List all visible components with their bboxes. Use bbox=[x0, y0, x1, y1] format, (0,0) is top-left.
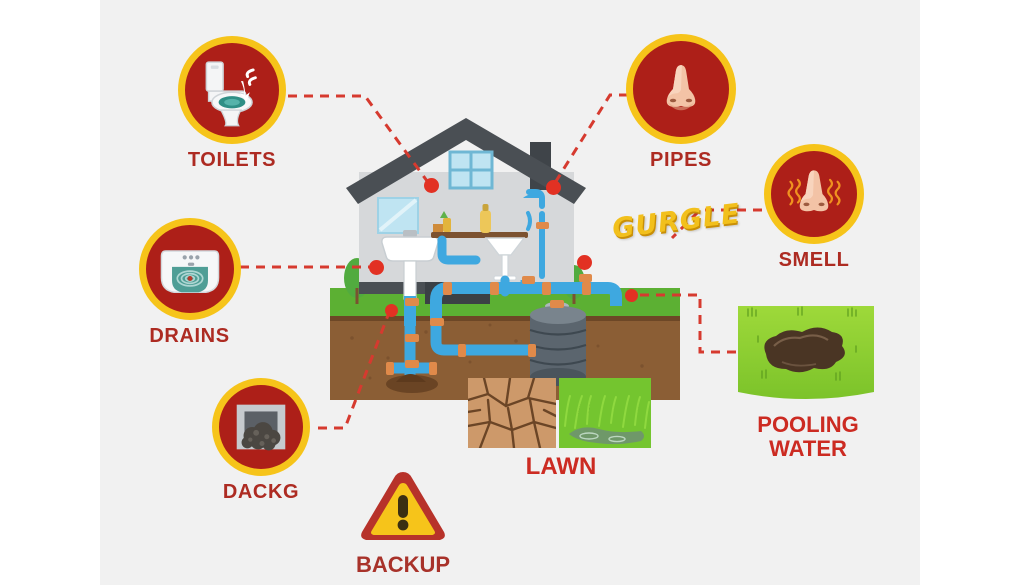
mirror bbox=[377, 197, 419, 234]
badge-smell[interactable]: SMELL bbox=[758, 144, 870, 271]
leak-mound bbox=[386, 374, 438, 393]
house-scene bbox=[330, 118, 680, 400]
tile-pooling-water: POOLING WATER bbox=[738, 306, 878, 461]
cracked-soil-panel bbox=[468, 378, 556, 448]
marker-roof-left bbox=[424, 178, 439, 193]
pooling-water-panel bbox=[738, 306, 874, 399]
pipes-badge-circle[interactable] bbox=[626, 34, 736, 144]
badge-pipes[interactable]: PIPES bbox=[622, 34, 740, 171]
lawn-label: LAWN bbox=[525, 453, 597, 480]
window bbox=[448, 150, 494, 190]
badge-dackg[interactable]: DACKG bbox=[205, 378, 317, 503]
toilet-icon bbox=[205, 61, 257, 127]
pooling-water-label: POOLING WATER bbox=[757, 412, 859, 461]
pipes-label: PIPES bbox=[650, 149, 712, 171]
clogged-drain-icon bbox=[236, 404, 286, 451]
smell-badge-circle[interactable] bbox=[764, 144, 864, 244]
soggy-grass-panel bbox=[559, 378, 651, 448]
nose-stink-icon bbox=[787, 170, 841, 212]
dackg-label: DACKG bbox=[222, 481, 300, 503]
marker-underground bbox=[385, 304, 398, 317]
marker-house-right bbox=[577, 255, 592, 270]
nose-icon bbox=[666, 65, 696, 111]
badge-drains[interactable]: DRAINS bbox=[132, 218, 247, 347]
marker-tank bbox=[625, 289, 638, 302]
septic-tank bbox=[529, 302, 587, 386]
drains-badge-circle[interactable] bbox=[138, 218, 241, 320]
toilets-label: TOILETS bbox=[187, 149, 277, 171]
pipe-couplings bbox=[386, 274, 592, 375]
tile-lawn: LAWN bbox=[468, 378, 654, 480]
toilets-badge-circle[interactable] bbox=[178, 36, 286, 144]
sink-drain-icon bbox=[160, 250, 219, 293]
pedestal-sink bbox=[381, 230, 439, 300]
backup-label: BACKUP bbox=[355, 552, 451, 577]
marker-roof-right bbox=[546, 180, 561, 195]
drains-label: DRAINS bbox=[149, 325, 230, 347]
badge-toilets[interactable]: TOILETS bbox=[172, 36, 292, 171]
marker-wall-left bbox=[369, 260, 384, 275]
smell-label: SMELL bbox=[778, 249, 850, 271]
warning-backup[interactable]: BACKUP bbox=[348, 466, 458, 577]
counter bbox=[431, 204, 528, 238]
warning-triangle-icon[interactable] bbox=[357, 466, 449, 546]
dackg-badge-circle[interactable] bbox=[212, 378, 310, 476]
